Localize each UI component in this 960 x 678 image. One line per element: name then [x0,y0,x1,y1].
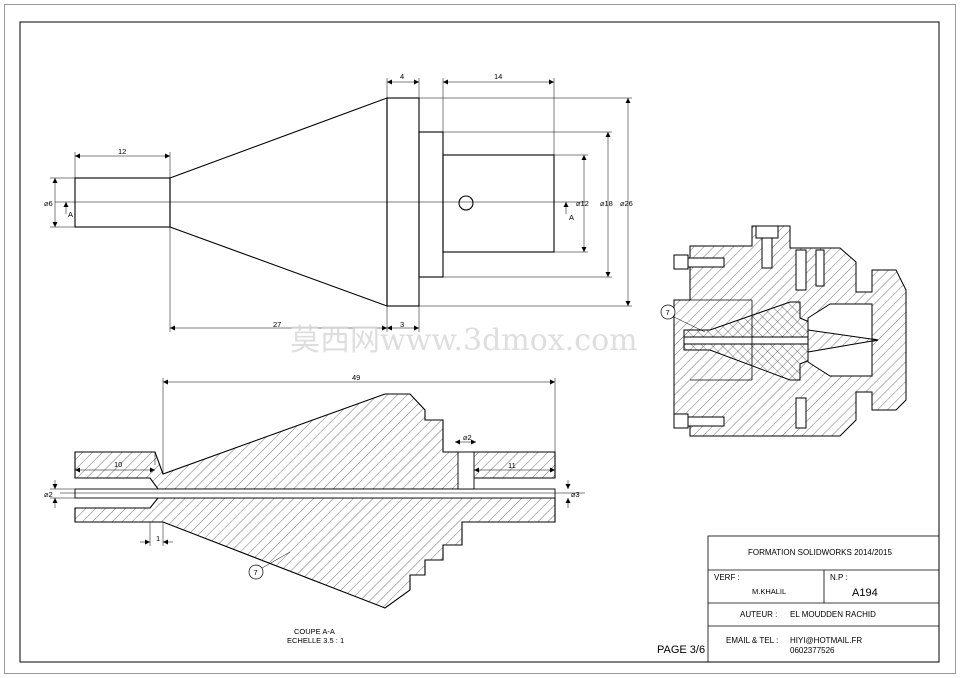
email-value: HIYI@HOTMAIL.FR [790,636,862,645]
np-value: A194 [852,587,878,599]
section-label-line1: COUPE A-A [294,627,335,636]
pin-top [795,249,807,291]
dim-dia-2-left: ⌀2 [44,490,53,499]
dim-dia-2-hole: ⌀2 [463,433,472,442]
section-label-line2: ECHELLE 3.5 : 1 [287,636,344,645]
section-upper-half [74,393,556,490]
dim-dia-3-right: ⌀3 [571,490,580,499]
top-view-dimensions [50,78,632,332]
screw-left-top [673,254,689,270]
dim-14: 14 [494,72,502,81]
dim-dia-18: ⌀18 [600,199,613,208]
dim-11: 11 [508,461,516,470]
dim-49: 49 [352,373,360,382]
section-lower-half [74,497,556,609]
dim-dia-12: ⌀12 [576,199,589,208]
balloon-section [248,564,264,580]
assembly-balloon-leader [673,316,706,333]
drawing-frame [19,21,940,663]
cross-hole [458,195,474,211]
top-view [55,97,585,307]
assembly-view [673,225,907,437]
section-view [60,393,585,609]
dim-dia-6: ⌀6 [44,199,53,208]
dim-27: 27 [273,320,281,329]
cross-drill [457,451,475,490]
assembly-tip [807,329,879,353]
section-a-left: A [68,210,73,219]
section-dimensions [50,378,571,569]
screw-top-shank [761,237,773,269]
dim-12: 12 [118,147,126,156]
section-a-right: A [569,213,574,222]
outer-border [4,4,956,674]
verf-value: M.KHALIL [752,587,786,596]
email-label: EMAIL & TEL : [726,636,778,645]
watermark: 莫西网www.3dmox.com [290,323,638,358]
author-value: EL MOUDDEN RACHID [790,610,876,619]
dim-dia-26: ⌀26 [620,199,633,208]
bore-channel [74,488,556,499]
pin-bottom [795,397,807,429]
title-block [707,535,940,663]
tel-value: 0602377526 [790,646,835,655]
page-label: PAGE 3/6 [657,644,705,656]
dim-10: 10 [114,460,122,469]
shank-large [442,154,555,253]
np-label: N.P : [830,573,848,582]
dim-3: 3 [400,320,404,329]
slot-top [815,249,825,287]
title-block-title: FORMATION SOLIDWORKS 2014/2015 [748,548,892,557]
verf-label: VERF : [714,573,740,582]
balloon-assembly-number: 7 [666,308,670,317]
collar [418,131,444,278]
screw-left-top-shank [687,257,725,268]
dim-4: 4 [400,72,404,81]
screw-top [755,225,779,239]
shank-small [74,177,171,228]
balloon-assembly [660,304,676,320]
author-label: AUTEUR : [740,610,777,619]
screw-left-bottom [673,413,689,429]
balloon-section-number: 7 [254,568,258,577]
dim-1: 1 [156,534,160,543]
screw-left-bottom-shank [687,416,725,427]
